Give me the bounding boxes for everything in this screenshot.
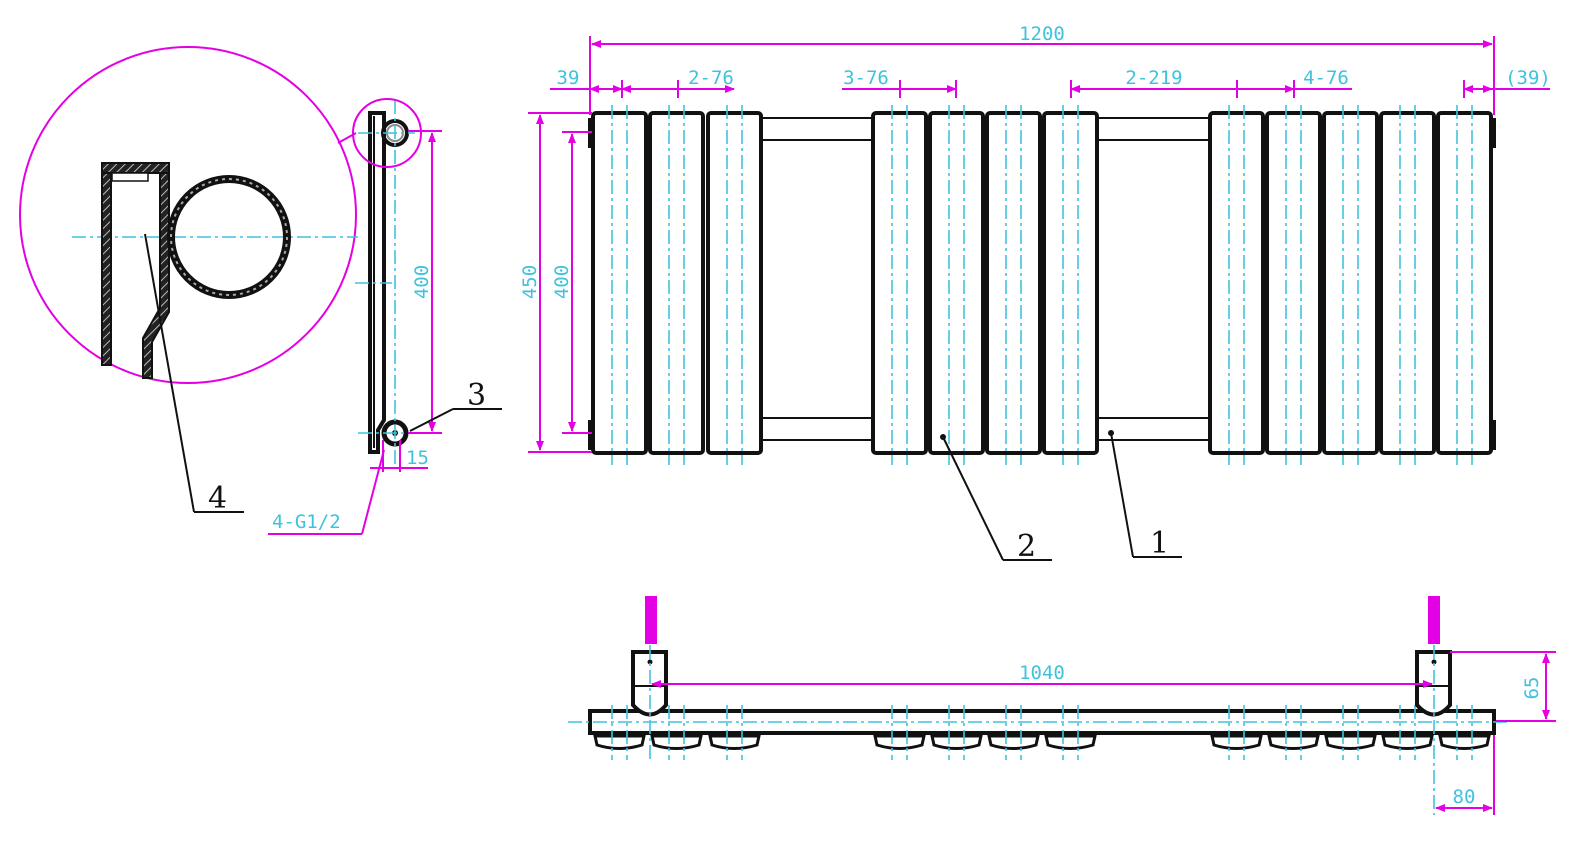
dim-row-spacing: 39 2-76 3-76 2-219 4-76 (39) — [550, 67, 1551, 98]
plan-foot — [1210, 734, 1263, 750]
plan-foot — [593, 734, 646, 750]
dim-text-39: 39 — [557, 67, 580, 89]
dim-text-450: 450 — [519, 265, 541, 299]
dim-overall-width: 1200 — [589, 23, 1495, 115]
radiator-panels — [591, 105, 1493, 465]
radiator-panel — [706, 111, 763, 455]
detail-marker-icon — [352, 98, 422, 168]
radiator-panel — [1265, 111, 1322, 455]
dim-text-400: 400 — [551, 265, 573, 299]
radiator-panel — [1436, 111, 1493, 455]
radiator-panel — [591, 111, 648, 455]
radiator-panel — [1042, 111, 1099, 455]
dim-heights: 450 400 — [519, 112, 592, 453]
plan-foot — [650, 734, 703, 750]
front-view: 1200 39 2-76 3-76 2-219 4-76 (39) — [519, 23, 1551, 564]
radiator-panel — [648, 111, 705, 455]
callout-4: 4 — [144, 233, 244, 516]
dim-text-side-400: 400 — [411, 265, 433, 299]
callout-3: 3 — [409, 378, 502, 432]
plan-foot — [708, 734, 761, 750]
side-profile — [368, 111, 386, 454]
dim-text-2-219: 2-219 — [1125, 67, 1182, 89]
dim-text-2-76: 2-76 — [688, 67, 734, 89]
detail-view: 4 — [19, 46, 358, 516]
plan-foot — [1324, 734, 1377, 750]
dim-text-65: 65 — [1521, 677, 1543, 700]
callout-1-label: 1 — [1150, 526, 1169, 561]
callout-4-label: 4 — [208, 481, 227, 516]
radiator-panel — [985, 111, 1042, 455]
plan-foot — [1044, 734, 1097, 750]
radiator-panel — [1379, 111, 1436, 455]
detail-circle-icon — [19, 46, 357, 384]
plan-feet — [593, 705, 1491, 760]
dim-text-80: 80 — [1453, 786, 1476, 808]
dim-text-1200: 1200 — [1019, 23, 1065, 45]
side-view: 400 15 4-G1/2 3 — [268, 98, 502, 535]
end-cap — [1490, 118, 1496, 148]
plan-foot — [1381, 734, 1434, 750]
bracket-icon — [631, 596, 1452, 717]
plan-foot — [1438, 734, 1491, 750]
callout-3-label: 3 — [467, 378, 486, 413]
end-cap — [1490, 420, 1496, 450]
plan-foot — [930, 734, 983, 750]
dim-text-thread: 4-G1/2 — [272, 511, 341, 533]
plan-foot — [873, 734, 926, 750]
end-cap — [588, 420, 594, 450]
radiator-panel — [871, 111, 928, 455]
top-view: 1040 65 80 — [568, 596, 1556, 815]
radiator-panel — [1322, 111, 1379, 455]
dim-text-1040: 1040 — [1019, 662, 1065, 684]
dim-text-15: 15 — [406, 447, 429, 469]
dim-text-4-76: 4-76 — [1303, 67, 1349, 89]
callout-2-label: 2 — [1017, 529, 1036, 564]
radiator-panel — [928, 111, 985, 455]
dim-text-39-ref: (39) — [1505, 67, 1551, 89]
radiator-panel — [1208, 111, 1265, 455]
callout-1: 1 — [1108, 430, 1182, 561]
dim-text-3-76: 3-76 — [843, 67, 889, 89]
plan-foot — [1267, 734, 1320, 750]
plan-foot — [987, 734, 1040, 750]
callout-2: 2 — [940, 434, 1052, 564]
